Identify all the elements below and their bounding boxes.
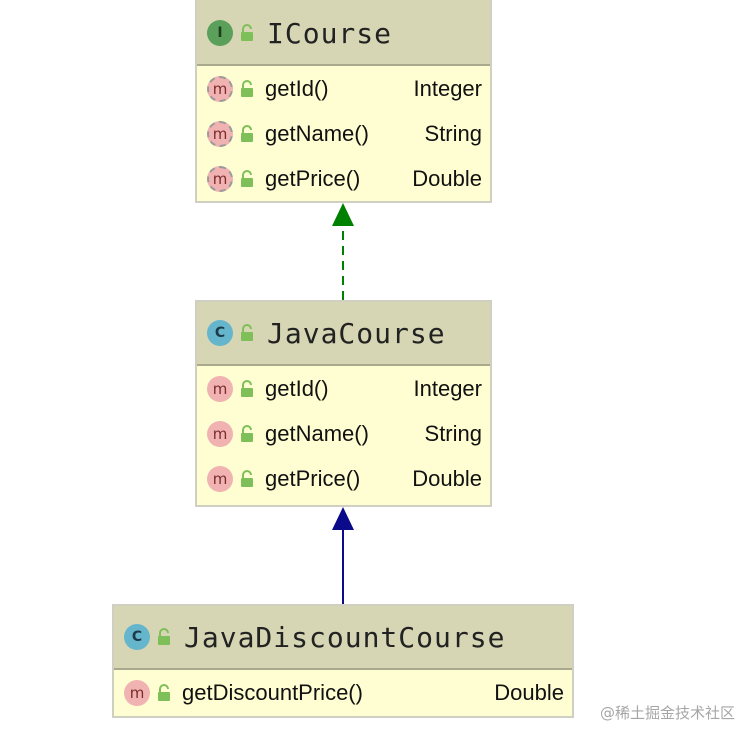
method-icon: m	[207, 465, 233, 492]
public-lock-icon	[241, 324, 253, 341]
method-return-type: Integer	[413, 375, 483, 401]
method-name: getId()	[265, 375, 329, 401]
class-box-icourse[interactable]: I ICourse m getId() Integer m getName() …	[195, 0, 492, 203]
method-name: getName()	[265, 420, 369, 446]
method-name: getPrice()	[265, 165, 361, 191]
abstract-method-icon: m	[207, 120, 233, 147]
watermark: @稀土掘金技术社区	[599, 704, 735, 722]
method-return-type: Double	[412, 165, 482, 191]
public-lock-icon	[241, 79, 253, 97]
method-icon: m	[124, 679, 150, 706]
class-icon: C	[207, 320, 233, 346]
public-lock-icon	[158, 628, 170, 645]
method-row[interactable]: m getDiscountPrice() Double	[124, 670, 572, 715]
method-row[interactable]: m getId() Integer	[207, 66, 490, 111]
implements-arrowhead	[332, 203, 354, 226]
class-header: C JavaDiscountCourse	[114, 606, 572, 670]
class-name: JavaCourse	[267, 316, 446, 350]
class-box-javadiscountcourse[interactable]: C JavaDiscountCourse m getDiscountPrice(…	[112, 604, 574, 718]
public-lock-icon	[241, 124, 253, 142]
method-row[interactable]: m getId() Integer	[207, 366, 490, 411]
method-icon: m	[207, 420, 233, 447]
method-name: getId()	[265, 75, 329, 101]
method-return-type: Double	[412, 465, 482, 491]
class-header: I ICourse	[197, 0, 490, 66]
public-lock-icon	[158, 683, 170, 701]
member-list: m getDiscountPrice() Double	[114, 670, 572, 715]
method-row[interactable]: m getPrice() Double	[207, 156, 490, 201]
class-icon: C	[124, 624, 150, 650]
public-lock-icon	[241, 24, 253, 41]
class-name: JavaDiscountCourse	[184, 620, 506, 654]
extends-arrowhead	[332, 507, 354, 530]
abstract-method-icon: m	[207, 165, 233, 192]
class-name: ICourse	[267, 16, 393, 50]
class-box-javacourse[interactable]: C JavaCourse m getId() Integer m getName…	[195, 300, 492, 507]
public-lock-icon	[241, 169, 253, 187]
public-lock-icon	[241, 469, 253, 487]
method-row[interactable]: m getName() String	[207, 411, 490, 456]
public-lock-icon	[241, 379, 253, 397]
interface-icon: I	[207, 20, 233, 46]
method-icon: m	[207, 375, 233, 402]
public-lock-icon	[241, 424, 253, 442]
method-row[interactable]: m getPrice() Double	[207, 456, 490, 501]
method-return-type: Integer	[413, 75, 483, 101]
method-return-type: String	[424, 120, 482, 146]
method-row[interactable]: m getName() String	[207, 111, 490, 156]
method-name: getName()	[265, 120, 369, 146]
class-header: C JavaCourse	[197, 302, 490, 366]
method-name: getDiscountPrice()	[182, 679, 363, 705]
member-list: m getId() Integer m getName() String m g…	[197, 366, 490, 501]
method-return-type: String	[424, 420, 482, 446]
method-return-type: Double	[494, 679, 564, 705]
member-list: m getId() Integer m getName() String m g…	[197, 66, 490, 201]
abstract-method-icon: m	[207, 75, 233, 102]
method-name: getPrice()	[265, 465, 361, 491]
